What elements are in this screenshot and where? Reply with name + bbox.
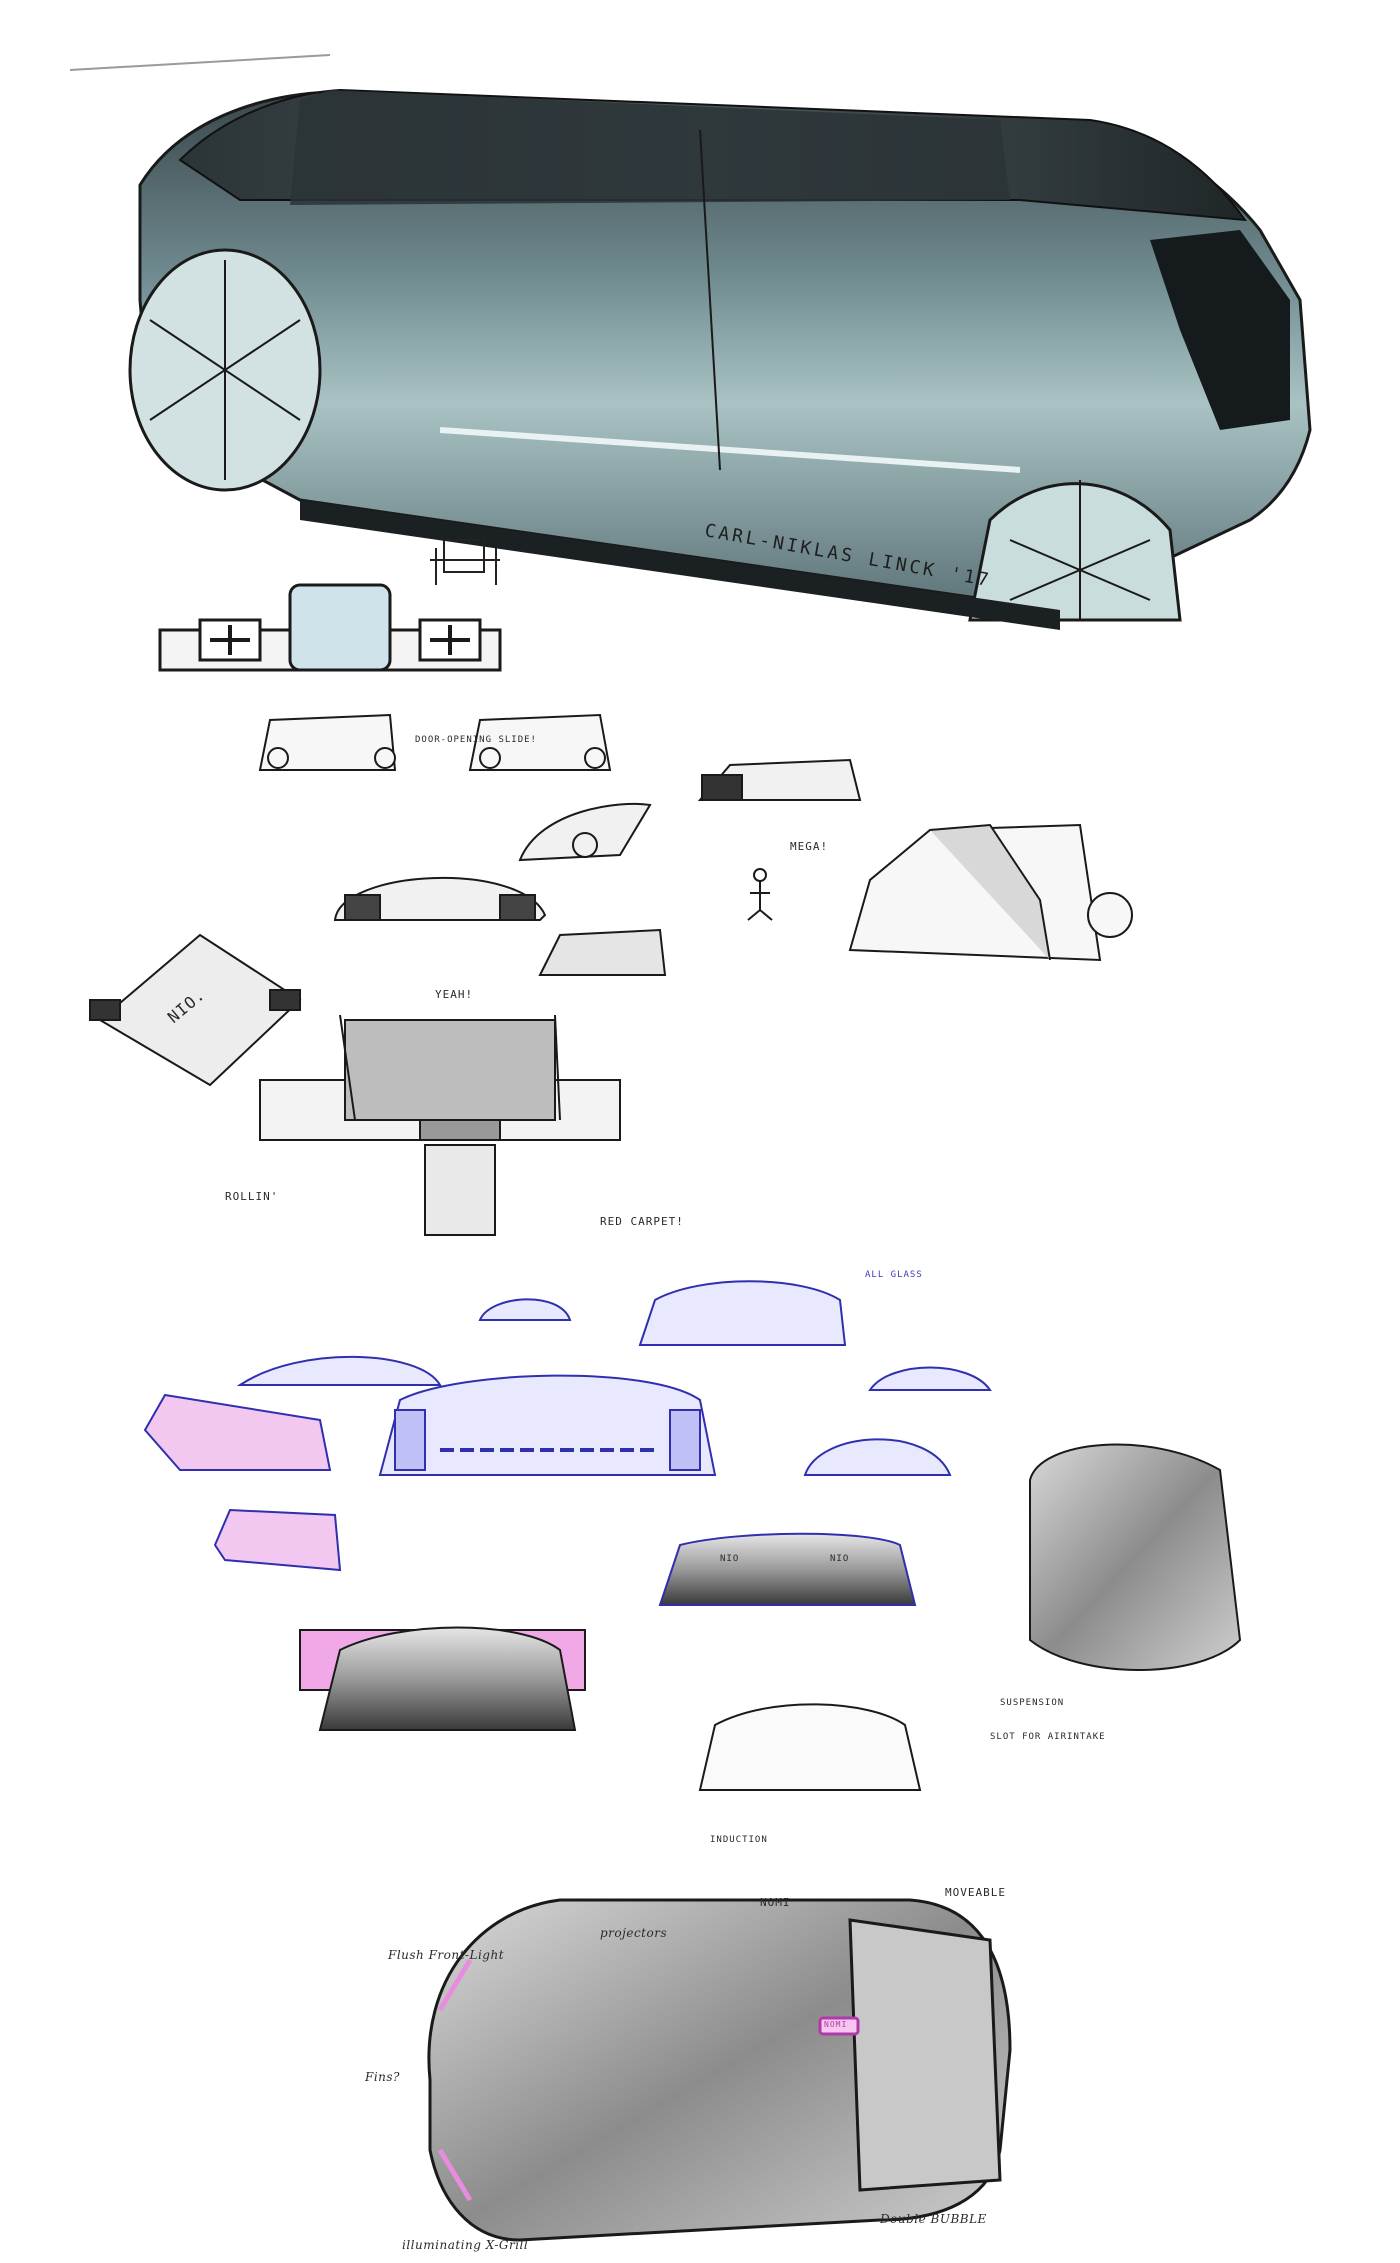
x-grill-note: illuminating X-Grill [402,2238,529,2252]
nio-badge-right: NIO [830,1554,850,1564]
floorplan-sketch [259,1014,621,1236]
double-bubble-note: Double BUBBLE [880,2212,987,2226]
box-doodle [430,539,500,585]
flush-light-note: Flush Front-Light [388,1948,505,1962]
nio-badge-left: NIO [720,1554,740,1564]
mega-door-sketch [848,823,1133,962]
yeah-note: YEAH! [435,988,474,1001]
side-view-sketch-1 [258,713,397,771]
top-view-nio-sketch [89,933,302,1087]
all-glass-note: ALL GLASS [865,1270,923,1280]
induction-note: INDUCTION [710,1835,768,1845]
door-slide-note: DOOR-OPENING SLIDE! [415,735,537,745]
mega-note: MEGA! [790,840,829,853]
airintake-note: SLOT FOR AIRINTAKE [990,1732,1106,1742]
screen-module-sketch [158,583,502,672]
red-carpet-note: RED CARPET! [600,1215,684,1228]
front-view-pink-marker [299,1626,586,1731]
front-view-blue-small [236,1298,992,1476]
projectors-note: projectors [600,1926,668,1940]
front-view-blue-large [378,1374,717,1476]
front-view-grey-nio [658,1532,917,1606]
front-view-line-induction [698,1703,922,1791]
three-quarter-sketch-2 [518,802,652,862]
front-view-blue-top [638,1280,847,1346]
moveable-note: MOVEABLE [945,1886,1006,1899]
hero-vehicle-render [69,54,1312,630]
suspension-note: SUSPENSION [1000,1698,1065,1708]
front-sketch-small [333,876,547,921]
pink-side-sketch [143,1393,342,1572]
side-view-sketch-2 [468,713,612,771]
small-car-sketch [538,928,667,976]
top-view-final-render [427,1898,1012,2242]
three-quarter-sketch-1 [697,758,862,801]
nomi-badge: NOMI [824,2020,848,2029]
fins-note: Fins? [365,2070,400,2084]
top-view-grey-marker [1029,1443,1242,1671]
nomi-note: NOMI [760,1896,791,1909]
figure-doodle [747,868,773,921]
rollin-note: ROLLIN' [225,1190,279,1203]
